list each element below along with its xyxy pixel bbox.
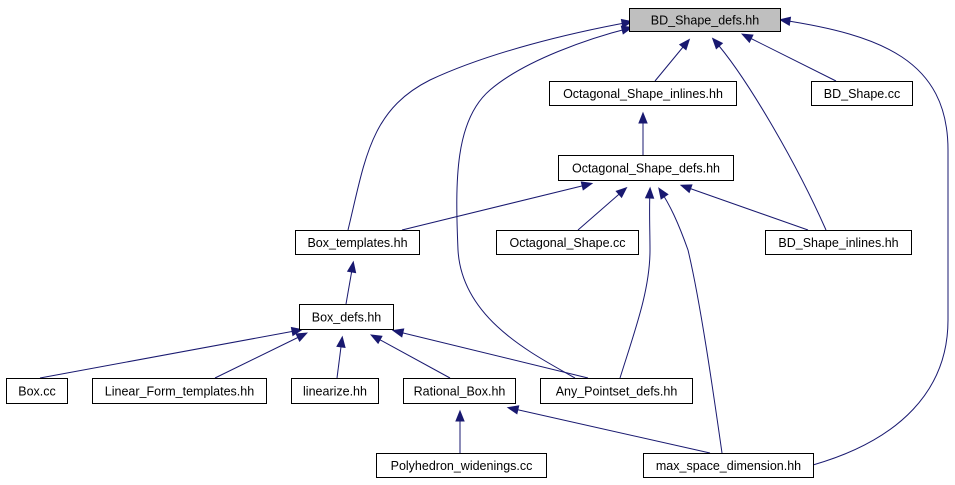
node-box_cc[interactable]: Box.cc xyxy=(6,378,68,404)
node-rational_box[interactable]: Rational_Box.hh xyxy=(403,378,516,404)
arrowhead-any_pointset_defs-to-octagonal_shape_defs xyxy=(644,186,655,199)
arrowhead-linear_form_templates-to-box_defs xyxy=(295,332,309,342)
node-label: Any_Pointset_defs.hh xyxy=(556,385,678,399)
node-label: Box.cc xyxy=(18,385,56,399)
arrowhead-max_space_dimension-to-octagonal_shape_defs xyxy=(658,187,669,200)
edge-linear_form_templates-to-box_defs xyxy=(214,333,306,379)
node-box xyxy=(299,304,394,330)
arrowhead-max_space_dimension-to-bd_shape_defs xyxy=(778,16,792,27)
arrowhead-rational_box-to-box_defs xyxy=(370,334,383,345)
nodes-layer: BD_Shape_defs.hhOctagonal_Shape_inlines.… xyxy=(6,8,913,478)
node-label: Rational_Box.hh xyxy=(414,385,506,399)
node-box xyxy=(765,230,912,255)
node-label: linearize.hh xyxy=(303,385,367,399)
node-box xyxy=(92,378,267,404)
node-box xyxy=(643,453,814,478)
edge-any_pointset_defs-to-octagonal_shape_defs xyxy=(619,189,651,379)
edge-octagonal_shape_cc-to-octagonal_shape_defs xyxy=(577,188,626,231)
node-label: Polyhedron_widenings.cc xyxy=(391,459,533,473)
node-label: Octagonal_Shape_defs.hh xyxy=(572,162,720,176)
node-label: Octagonal_Shape_inlines.hh xyxy=(563,87,723,101)
node-label: BD_Shape_inlines.hh xyxy=(778,236,898,250)
node-box xyxy=(811,81,913,106)
edge-box_templates-to-bd_shape_defs xyxy=(347,21,631,231)
edge-box_cc-to-box_defs xyxy=(39,329,301,379)
edge-rational_box-to-box_defs xyxy=(372,335,451,379)
node-box xyxy=(549,81,737,106)
edge-octagonal_shape_inlines-to-bd_shape_defs xyxy=(654,40,689,82)
node-octagonal_shape_defs[interactable]: Octagonal_Shape_defs.hh xyxy=(558,155,734,181)
node-box xyxy=(291,378,379,404)
edge-max_space_dimension-to-bd_shape_defs xyxy=(781,19,949,466)
edge-max_space_dimension-to-octagonal_shape_defs xyxy=(659,189,723,454)
node-box_defs[interactable]: Box_defs.hh xyxy=(299,304,394,330)
node-box xyxy=(558,155,734,181)
arrowhead-any_pointset_defs-to-box_defs xyxy=(391,328,405,338)
node-box_templates[interactable]: Box_templates.hh xyxy=(295,230,420,255)
arrowhead-bd_shape_inlines-to-octagonal_shape_defs xyxy=(679,184,693,194)
arrowhead-octagonal_shape_defs-to-octagonal_shape_inlines xyxy=(638,111,648,124)
edge-bd_shape_inlines-to-octagonal_shape_defs xyxy=(682,185,809,231)
node-box xyxy=(403,378,516,404)
node-bd_shape_defs[interactable]: BD_Shape_defs.hh xyxy=(629,8,781,32)
node-label: Box_templates.hh xyxy=(307,236,407,250)
arrowhead-bd_shape_inlines-to-bd_shape_defs xyxy=(711,37,724,50)
arrowhead-octagonal_shape_cc-to-octagonal_shape_defs xyxy=(615,186,628,199)
edge-any_pointset_defs-to-box_defs xyxy=(394,330,589,379)
arrowhead-box_defs-to-box_templates xyxy=(346,260,357,274)
node-linearize[interactable]: linearize.hh xyxy=(291,378,379,404)
edge-bd_shape_cc-to-bd_shape_defs xyxy=(743,34,837,82)
node-bd_shape_inlines[interactable]: BD_Shape_inlines.hh xyxy=(765,230,912,255)
edge-bd_shape_inlines-to-bd_shape_defs xyxy=(713,39,827,231)
node-max_space_dimension[interactable]: max_space_dimension.hh xyxy=(643,453,814,478)
arrowhead-linearize-to-box_defs xyxy=(336,335,346,348)
node-linear_form_templates[interactable]: Linear_Form_templates.hh xyxy=(92,378,267,404)
node-label: BD_Shape.cc xyxy=(824,87,900,101)
edge-box_templates-to-octagonal_shape_defs xyxy=(401,183,591,231)
node-label: BD_Shape_defs.hh xyxy=(651,14,759,28)
arrowhead-box_templates-to-octagonal_shape_defs xyxy=(580,181,594,191)
arrowhead-bd_shape_cc-to-bd_shape_defs xyxy=(740,33,754,44)
node-box xyxy=(496,230,639,255)
node-polyhedron_widenings[interactable]: Polyhedron_widenings.cc xyxy=(376,453,547,478)
node-label: Box_defs.hh xyxy=(312,311,382,325)
node-bd_shape_cc[interactable]: BD_Shape.cc xyxy=(811,81,913,106)
node-label: max_space_dimension.hh xyxy=(656,459,801,473)
node-box xyxy=(295,230,420,255)
node-box xyxy=(6,378,68,404)
edges-layer xyxy=(39,16,949,466)
node-label: Octagonal_Shape.cc xyxy=(509,236,625,250)
node-label: Linear_Form_templates.hh xyxy=(105,385,254,399)
edge-max_space_dimension-to-rational_box xyxy=(509,407,711,454)
node-octagonal_shape_inlines[interactable]: Octagonal_Shape_inlines.hh xyxy=(549,81,737,106)
node-box xyxy=(376,453,547,478)
node-box xyxy=(540,378,693,404)
arrowhead-polyhedron_widenings-to-rational_box xyxy=(455,409,465,422)
node-any_pointset_defs[interactable]: Any_Pointset_defs.hh xyxy=(540,378,693,404)
arrowhead-octagonal_shape_inlines-to-bd_shape_defs xyxy=(678,38,691,51)
arrowhead-max_space_dimension-to-rational_box xyxy=(506,405,520,415)
edge-any_pointset_defs-to-bd_shape_defs xyxy=(456,27,631,379)
node-box xyxy=(629,8,781,32)
node-octagonal_shape_cc[interactable]: Octagonal_Shape.cc xyxy=(496,230,639,255)
